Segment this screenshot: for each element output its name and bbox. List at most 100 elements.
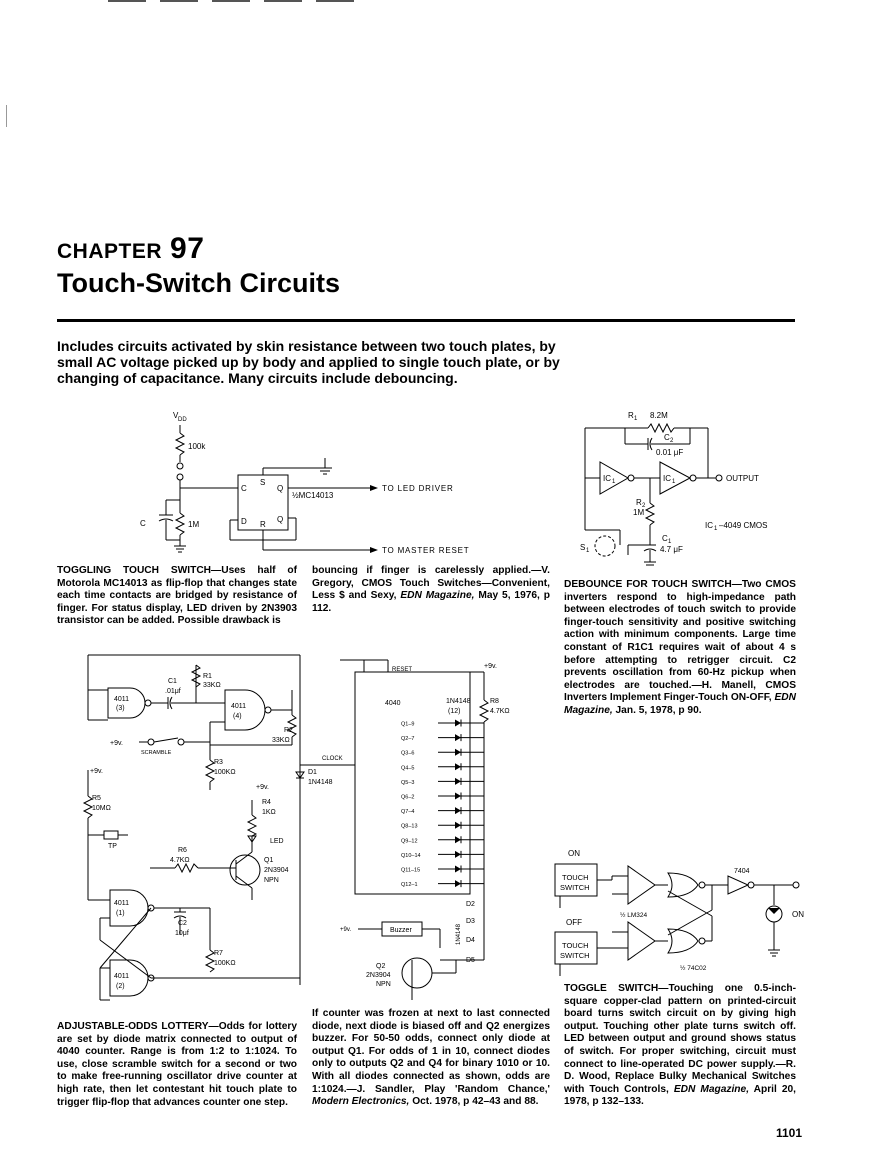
c1-value: .01μf: [165, 688, 181, 695]
toggling-caption-title: TOGGLING TOUCH SWITCH: [57, 565, 212, 576]
ic-note-value: –4049 CMOS: [719, 521, 767, 530]
plus9-r5: +9v.: [90, 768, 103, 775]
debounce-caption-tail: Jan. 5, 1978, p 90.: [612, 704, 702, 716]
r6-value: 4.7KΩ: [170, 857, 190, 864]
counter-output-label: Q2–7: [401, 736, 414, 742]
gate3-label: 4011: [114, 900, 129, 907]
toggling-caption-source: EDN Magazine,: [400, 590, 475, 602]
diode-icon: [455, 821, 461, 829]
r6-label: R6: [178, 847, 187, 854]
s1-label: S: [580, 543, 585, 552]
debounce-caption-title: DEBOUNCE FOR TOUCH SWITCH: [564, 579, 732, 590]
led-on-label: ON: [792, 910, 804, 919]
top-dash: [160, 0, 198, 2]
counter-output-label: Q10–14: [401, 853, 421, 859]
counter-output-label: Q7–4: [401, 809, 414, 815]
d-side-label: 1N4148: [456, 923, 462, 945]
lottery-caption-body: —Odds for lottery are set by diode matri…: [57, 1021, 297, 1108]
c1-label: C1: [168, 678, 177, 685]
debounce-caption-source: EDN Magazine,: [564, 692, 796, 716]
q2-type: 2N3904: [366, 972, 391, 979]
counter-label: 4040: [385, 700, 401, 707]
off-label: OFF: [566, 918, 582, 927]
d3-label: D3: [466, 918, 475, 925]
on-label: ON: [568, 849, 580, 858]
lottery-caption: ADJUSTABLE-ODDS LOTTERY—Odds for lottery…: [57, 1021, 297, 1109]
gate1-number: (3): [116, 705, 125, 712]
r1-sub: 1: [634, 416, 638, 422]
pin-q: Q: [277, 484, 283, 493]
gate4-label: 4011: [114, 973, 129, 980]
r7-label: R7: [214, 950, 223, 957]
gate2-number: (4): [233, 713, 242, 720]
reset-label: RESET: [392, 667, 412, 673]
toggling-caption-cont: bouncing if finger is carelessly applied…: [312, 565, 550, 615]
r1m-label: 1M: [188, 520, 199, 529]
diode-row: [438, 880, 484, 888]
touch-off-label-2: SWITCH: [560, 951, 590, 960]
r3-label: R3: [214, 759, 223, 766]
plus9-buzzer: +9v.: [340, 927, 351, 933]
lottery-caption-cont: If counter was frozen at next to last co…: [312, 1008, 550, 1109]
r1-label: R1: [203, 673, 212, 680]
r2-label: R2: [284, 727, 293, 734]
diode-row: [438, 734, 484, 742]
r1-value: 33KΩ: [203, 682, 221, 689]
pin-c: C: [241, 484, 247, 493]
c2-label: C2: [178, 920, 187, 927]
gate4-number: (2): [116, 983, 125, 990]
c2-sub: 2: [670, 438, 674, 444]
lottery-caption-title: ADJUSTABLE-ODDS LOTTERY: [57, 1021, 209, 1032]
top-dash: [212, 0, 250, 2]
diode-matrix: [438, 719, 484, 888]
margin-mark: [6, 105, 7, 127]
r100k-label: 100k: [188, 442, 206, 451]
diode-type-label: 1N4148: [446, 698, 471, 705]
scramble-label: SCRAMBLE: [141, 750, 172, 756]
c1-sub: 1: [668, 539, 672, 545]
d1-label: D1: [308, 769, 317, 776]
gate2-label: 4011: [231, 703, 246, 710]
diode-icon: [455, 792, 461, 800]
d2-label: D2: [466, 901, 475, 908]
chapter-number: 97: [170, 232, 205, 265]
r2-value: 33KΩ: [272, 737, 290, 744]
c1-label: C: [662, 534, 668, 543]
r5-value: 10MΩ: [92, 805, 111, 812]
buzzer-label: Buzzer: [390, 927, 412, 934]
toggle-caption-source: EDN Magazine,: [673, 1083, 750, 1095]
diode-icon: [455, 850, 461, 858]
chapter-title: Touch-Switch Circuits: [57, 268, 341, 298]
led-label: LED: [270, 838, 284, 845]
counter-output-label: Q4–5: [401, 765, 414, 771]
plus9-r4: +9v.: [256, 784, 269, 791]
r2-sub: 2: [642, 503, 646, 509]
ic1a-sub: 1: [612, 479, 616, 485]
counter-output-label: Q1–9: [401, 722, 414, 728]
top-dash: [316, 0, 354, 2]
gate3-number: (1): [116, 910, 125, 917]
c2-label: C: [664, 433, 670, 442]
toggle-caption-tail: April 20, 1978, p 132–133.: [564, 1083, 796, 1108]
toggling-caption-body: —Uses half of Motorola MC14013 as flip-f…: [57, 565, 297, 627]
to-led-label: TO LED DRIVER: [382, 484, 454, 493]
chapter-intro: Includes circuits activated by skin resi…: [57, 338, 560, 386]
pin-qbar: Q: [277, 515, 283, 524]
r4-value: 1KΩ: [262, 809, 276, 816]
q2-npn: NPN: [376, 981, 391, 988]
r3-value: 100KΩ: [214, 769, 236, 776]
r2-label: R: [636, 498, 642, 507]
r4-label: R4: [262, 799, 271, 806]
diode-row: [438, 865, 484, 873]
r8-label: R8: [490, 698, 499, 705]
g74c02-label: ½ 74C02: [680, 964, 707, 972]
c2-value: 10μf: [175, 930, 189, 937]
diode-icon: [455, 748, 461, 756]
top-dash: [108, 0, 146, 2]
diode-row: [438, 821, 484, 829]
pin-s: S: [260, 478, 265, 487]
r2-value: 1M: [633, 508, 644, 517]
